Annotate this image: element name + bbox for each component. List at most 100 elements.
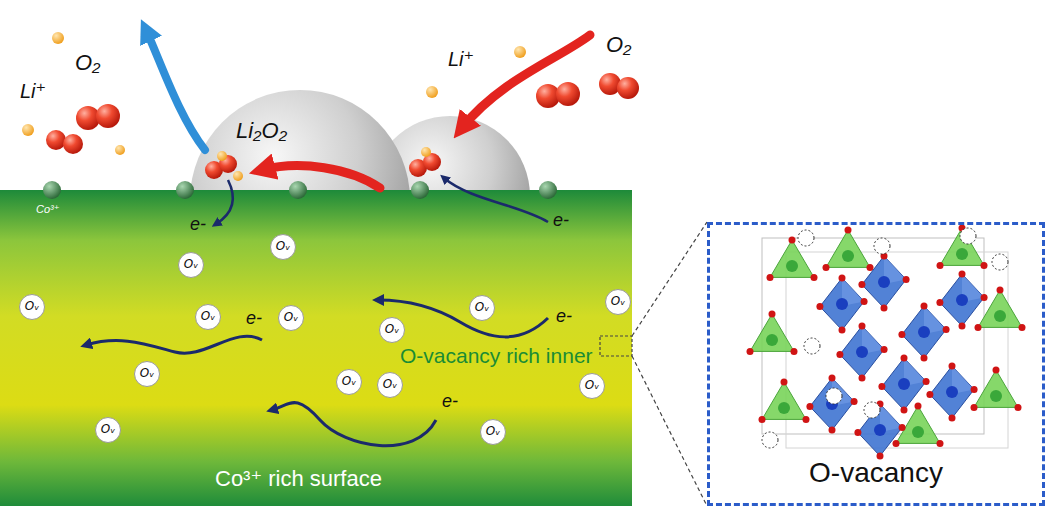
co-atom <box>836 298 848 310</box>
oxygen-atom <box>556 82 580 106</box>
o-atom <box>781 379 788 386</box>
li-ion <box>52 32 64 44</box>
o-atom <box>993 367 1000 374</box>
octahedron <box>862 256 906 308</box>
vacancy-circle: Oᵥ <box>95 417 121 443</box>
o-atom <box>949 415 956 422</box>
octahedron <box>902 306 946 358</box>
o-atom <box>1019 324 1026 331</box>
electron-label: e- <box>246 308 262 329</box>
li-ion <box>22 124 34 136</box>
octahedron <box>840 326 884 378</box>
tetrahedron <box>750 314 794 351</box>
electron-label: e- <box>442 391 458 412</box>
o-atom <box>971 404 978 411</box>
o-atom <box>839 275 846 282</box>
vacancy-site <box>826 388 842 404</box>
co-atom <box>956 248 968 260</box>
formation-arrow <box>462 35 590 128</box>
tetrahedron <box>978 290 1022 327</box>
o-atom <box>893 440 900 447</box>
o-atom <box>859 323 866 330</box>
vacancy-label: Oᵥ <box>284 311 298 325</box>
co-dot <box>43 181 61 199</box>
o-atom <box>858 281 865 288</box>
species-label: O₂ <box>75 50 101 75</box>
vacancy-label: Oᵥ <box>201 310 215 324</box>
vacancy-circle: Oᵥ <box>134 361 160 387</box>
tetrahedron <box>940 228 984 265</box>
co-atom <box>874 424 886 436</box>
ion-label: Li⁺ <box>448 48 474 71</box>
zoom-line <box>632 356 707 506</box>
vacancy-site <box>804 338 820 354</box>
o-atom <box>937 440 944 447</box>
li-ion <box>514 46 526 58</box>
electron-path <box>272 403 436 446</box>
o-atom <box>915 403 922 410</box>
o-atom <box>959 271 966 278</box>
co-dot <box>176 181 194 199</box>
octahedron <box>930 366 974 418</box>
vacancy-label: Oᵥ <box>184 258 198 272</box>
unit-cell <box>786 252 1008 448</box>
co-atom <box>856 346 868 358</box>
o-atom <box>823 264 830 271</box>
o-atom <box>937 262 944 269</box>
octahedron <box>882 358 926 410</box>
vacancy-circle: Oᵥ <box>19 294 45 320</box>
zoom-line <box>632 222 707 336</box>
o-atom <box>936 299 943 306</box>
vacancy-label: Oᵥ <box>385 323 399 337</box>
product-label: Li₂O₂ <box>236 118 287 143</box>
o-atom <box>921 303 928 310</box>
region-label: O-vacancy rich inner <box>400 344 593 368</box>
tetrahedron <box>826 230 870 267</box>
co-atom <box>918 326 930 338</box>
o-atom <box>791 348 798 355</box>
oxygen-atom <box>617 77 639 99</box>
li-ion <box>421 147 431 157</box>
co-atom <box>842 250 854 262</box>
electron-label: e- <box>553 210 569 231</box>
octahedron <box>820 278 864 330</box>
o-atom <box>981 294 988 301</box>
o-atom <box>975 324 982 331</box>
vacancy-label: Oᵥ <box>140 367 154 381</box>
octahedron <box>940 274 984 326</box>
o-atom <box>839 327 846 334</box>
electron-label: e- <box>556 306 572 327</box>
co-atom <box>766 334 778 346</box>
o-atom <box>829 427 836 434</box>
vacancy-site <box>960 228 976 244</box>
o-atom <box>1015 404 1022 411</box>
o-atom <box>943 326 950 333</box>
li-ion <box>426 86 438 98</box>
o-atom <box>878 383 885 390</box>
co-atom <box>956 294 968 306</box>
co-dot <box>539 181 557 199</box>
o-atom <box>881 305 888 312</box>
ion-label: Li⁺ <box>20 80 46 103</box>
vacancy-circle: Oᵥ <box>379 317 405 343</box>
zoom-panel: O-vacancy <box>707 222 1045 506</box>
o-atom <box>836 351 843 358</box>
co-atom <box>786 260 798 272</box>
co-atom <box>946 386 958 398</box>
o-atom <box>901 355 908 362</box>
vacancy-circle: Oᵥ <box>579 373 605 399</box>
o-atom <box>899 424 906 431</box>
vacancy-site <box>864 402 880 418</box>
vacancy-circle: Oᵥ <box>469 295 495 321</box>
vacancy-circle: Oᵥ <box>178 252 204 278</box>
oxygen-atom <box>46 130 66 150</box>
o-atom <box>806 403 813 410</box>
electrode-band <box>0 190 632 506</box>
vacancy-site <box>874 238 890 254</box>
vacancy-circle: Oᵥ <box>336 369 362 395</box>
co-atom <box>994 310 1006 322</box>
unit-cell <box>762 238 984 434</box>
o-atom <box>971 386 978 393</box>
li-ion <box>115 145 125 155</box>
o-atom <box>867 264 874 271</box>
